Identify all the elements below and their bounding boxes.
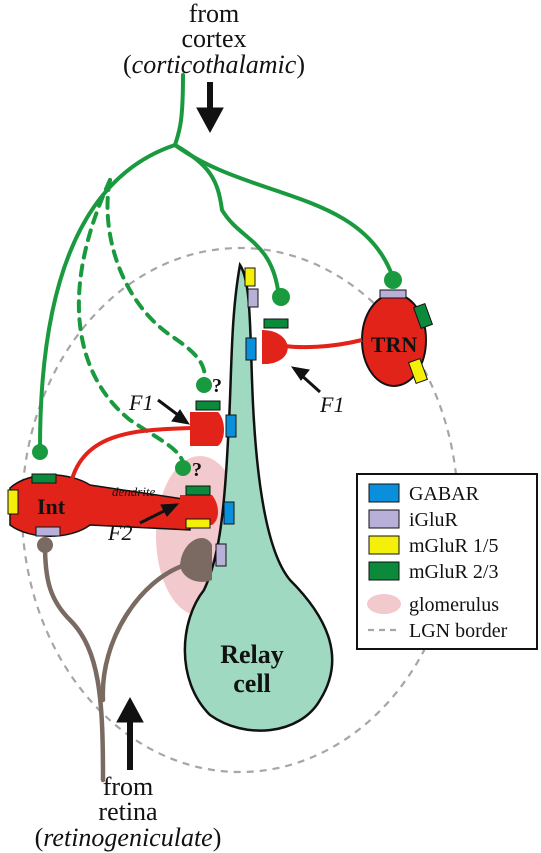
bottom-line2: retina [98, 797, 158, 826]
bottom-line1: from [103, 772, 154, 801]
legend-label-gabar: GABAR [409, 483, 480, 505]
legend-swatch-mglur23 [368, 561, 400, 581]
question-mark-f2: ? [192, 459, 202, 481]
legend-label-iglur: iGluR [409, 509, 459, 531]
top-line3: (corticothalamic) [123, 50, 305, 79]
relay-cell [183, 261, 334, 732]
f1-terminal-right [262, 330, 288, 364]
question-mark-f1: ? [212, 375, 222, 397]
relay-label-1: Relay [220, 640, 284, 669]
top-line1: from [189, 0, 240, 28]
dendrite-label: dendrite [112, 484, 156, 499]
legend-swatch-gabar [368, 483, 400, 503]
retinal-terminal-relay [180, 537, 212, 582]
legend-swatch-glomerulus [367, 594, 401, 614]
legend: GABAR iGluR mGluR 1/5 mGluR 2/3 glomerul… [356, 473, 538, 650]
legend-label-mglur15: mGluR 1/5 [409, 535, 498, 557]
relay-label-2: cell [233, 669, 271, 698]
top-source-label: from cortex (corticothalamic) [123, 0, 305, 79]
retinal-terminal-int [37, 537, 53, 553]
top-line2: cortex [182, 24, 247, 53]
f1-terminal-left [190, 412, 224, 446]
trn-label: TRN [371, 332, 418, 357]
bottom-source-label: from retina (retinogeniculate) [35, 772, 222, 852]
arrows [116, 82, 322, 770]
legend-label-lgn-border: LGN border [409, 620, 508, 642]
cortical-terminals [32, 271, 402, 476]
legend-swatch-igluR [368, 509, 400, 529]
interneuron-axon [68, 426, 191, 489]
legend-label-glomerulus: glomerulus [409, 594, 499, 616]
int-label: Int [37, 494, 66, 519]
retinogeniculate-axons [42, 542, 188, 783]
f2-label: F2 [107, 520, 132, 545]
legend-label-mglur23: mGluR 2/3 [409, 561, 498, 583]
receptors [7, 267, 434, 567]
f2-terminal [180, 495, 218, 525]
f1-right-label: F1 [319, 392, 344, 417]
corticothalamic-axons [38, 73, 394, 464]
legend-swatch-mglur15 [368, 535, 400, 555]
trn-axon [284, 338, 363, 350]
bottom-line3: (retinogeniculate) [35, 823, 222, 852]
f1-left-label: F1 [128, 390, 153, 415]
